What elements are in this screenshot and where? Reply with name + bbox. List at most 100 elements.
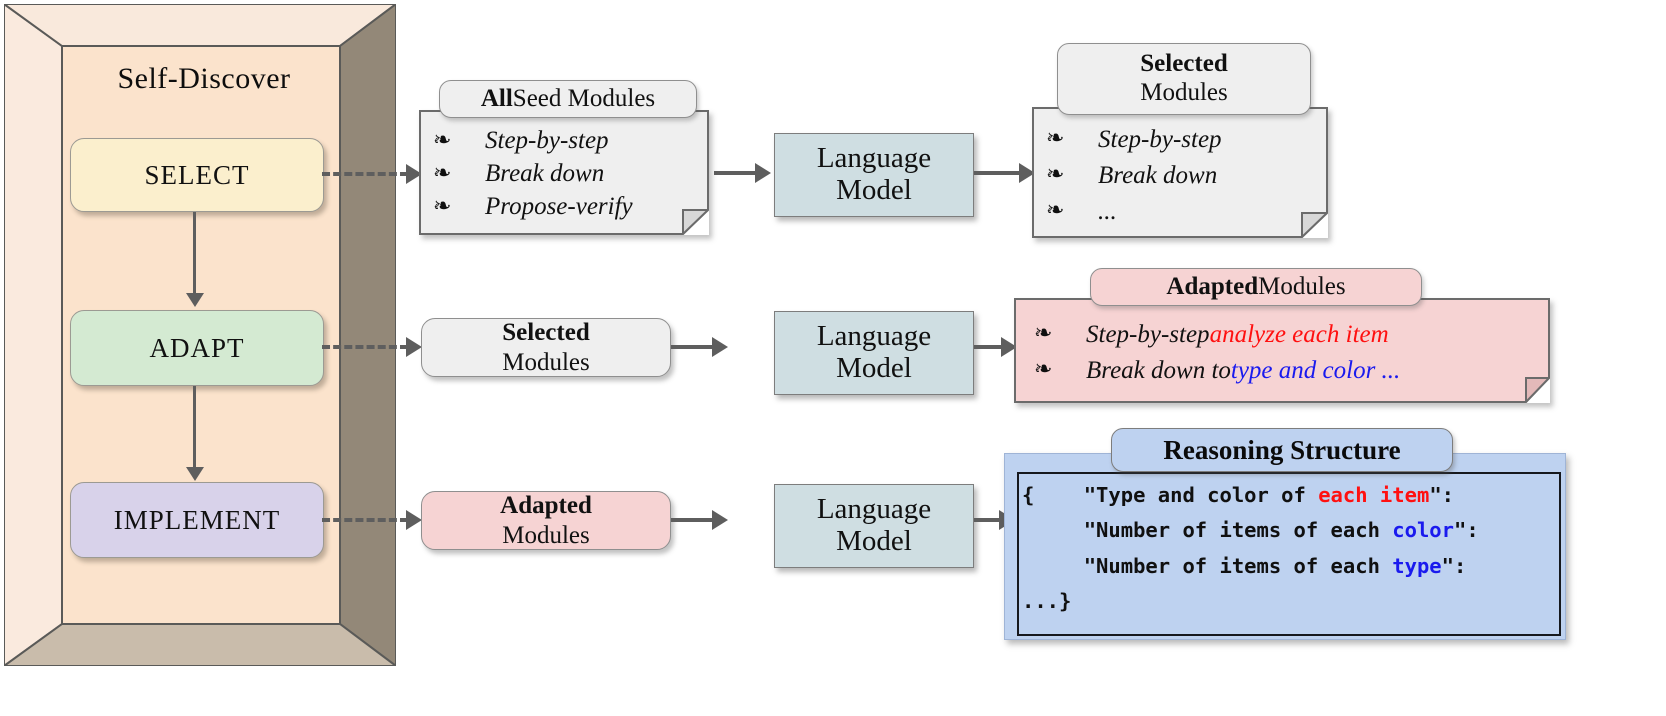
code-segment: each item (1318, 483, 1430, 507)
diamond-bullet-icon: ❧ (1046, 126, 1065, 151)
code-segment: ...} (1022, 588, 1072, 613)
note-adapted-modules: Adapted Modules ❧ Step-by-step analyze e… (1014, 268, 1554, 403)
arrowhead-selected-to-model (712, 337, 728, 357)
diamond-bullet-icon: ❧ (433, 127, 452, 153)
list-item: ❧ Break down to type and color ... (1034, 352, 1534, 388)
arrow-model-to-adapted (974, 345, 1004, 349)
note-title-rest: Seed Modules (512, 84, 656, 112)
arrow-seed-to-model (714, 171, 758, 175)
code-segment: type (1392, 553, 1442, 578)
arrowhead-select-to-adapt (186, 293, 204, 307)
stage-label-adapt: ADAPT (149, 332, 245, 363)
reasoning-structure-code-line: "Number of items of each type": (1022, 549, 1552, 584)
arrow-select-to-adapt (193, 212, 196, 296)
arrowhead-seed-to-model (755, 163, 771, 183)
diamond-bullet-icon: ❧ (1034, 357, 1053, 382)
language-model-line2: Model (836, 525, 912, 557)
list-item-label: Step-by-step (1098, 125, 1222, 153)
arrow-model-to-reasoning (974, 518, 1002, 522)
language-model-line1: Language (816, 493, 932, 526)
note-selected-modules: Selected Modules ❧ Step-by-step ❧ Break … (1032, 43, 1332, 238)
list-item: ❧ ... (1046, 193, 1322, 229)
code-segment: color (1392, 518, 1454, 543)
language-model-box-3: Language Model (774, 484, 974, 568)
box-adapted-modules: Adapted Modules (421, 491, 671, 550)
note-title-rest: Modules (1258, 272, 1346, 300)
code-segment: { "Type and color of (1022, 483, 1319, 507)
note-title-all-seed-modules: All Seed Modules (439, 80, 697, 118)
code-segment: "Number of items of each (1022, 553, 1393, 578)
stage-label-select: SELECT (144, 159, 250, 190)
page-title: Self-Discover (117, 62, 291, 95)
arrowhead-model-to-adapted (1001, 337, 1017, 357)
note-title-adapted-modules: Adapted Modules (1090, 268, 1422, 306)
language-model-line1: Language (816, 320, 932, 353)
dashed-connector-implement (322, 518, 408, 522)
diamond-bullet-icon: ❧ (433, 193, 452, 219)
dashed-connector-adapt (322, 345, 408, 349)
language-model-box-1: Language Model (774, 133, 974, 217)
language-model-line2: Model (836, 352, 912, 384)
language-model-line2: Model (836, 174, 912, 206)
code-segment: "Number of items of each (1022, 518, 1393, 543)
language-model-line1: Language (816, 142, 932, 175)
box-selected-modules: Selected Modules (421, 318, 671, 377)
note-title-bold: All (480, 84, 513, 112)
list-item-plain: Break down to (1086, 356, 1231, 384)
list-item-label: Break down (1098, 161, 1218, 189)
note-title-rest: Modules (1140, 79, 1228, 106)
stage-label-implement: IMPLEMENT (113, 504, 281, 535)
arrowhead-dashed-select (406, 164, 422, 184)
note-all-seed-modules: All Seed Modules ❧ Step-by-step ❧ Break … (419, 80, 714, 235)
reasoning-structure-title: Reasoning Structure (1111, 428, 1453, 472)
arrowhead-dashed-adapt (406, 337, 422, 357)
stage-button-select[interactable]: SELECT (70, 138, 324, 212)
box-line2: Modules (502, 348, 590, 376)
list-item: ❧ Break down (433, 157, 703, 190)
language-model-box-2: Language Model (774, 311, 974, 395)
arrowhead-model-to-selected (1019, 163, 1035, 183)
code-segment: ": (1453, 518, 1479, 543)
stage-button-adapt[interactable]: ADAPT (70, 310, 324, 386)
diamond-bullet-icon: ❧ (433, 160, 452, 186)
diamond-bullet-icon: ❧ (1046, 162, 1065, 187)
diamond-bullet-icon: ❧ (1046, 198, 1065, 223)
reasoning-structure-panel (1004, 453, 1566, 640)
list-item: ❧ Step-by-step analyze each item (1034, 316, 1534, 352)
list-item: ❧ Step-by-step (433, 124, 703, 157)
reasoning-structure-inner-frame (1017, 472, 1561, 636)
list-item-label: Break down (485, 160, 605, 187)
arrowhead-adapt-to-implement (186, 467, 204, 481)
dashed-connector-select (322, 172, 408, 176)
arrow-adapt-to-implement (193, 386, 196, 470)
list-item: ❧ Propose-verify (433, 190, 703, 223)
list-item: ❧ Break down (1046, 157, 1322, 193)
diamond-bullet-icon: ❧ (1034, 321, 1053, 346)
list-item: ❧ Step-by-step (1046, 121, 1322, 157)
list-item-accent: type and color ... (1230, 356, 1401, 384)
arrow-adapted-to-model (671, 518, 715, 522)
reasoning-structure-code-line: { "Type and color of each item": (1022, 478, 1552, 513)
reasoning-structure-code: { "Type and color of each item": "Number… (1022, 478, 1552, 619)
reasoning-structure-code-line: ...} (1022, 584, 1552, 619)
list-item-label: ... (1098, 197, 1117, 225)
list-item-accent: analyze each item (1209, 320, 1389, 348)
box-line1: Selected (502, 319, 590, 346)
list-item-label: Propose-verify (485, 193, 633, 220)
arrowhead-adapted-to-model (712, 510, 728, 530)
stage-button-implement[interactable]: IMPLEMENT (70, 482, 324, 558)
box-line1: Adapted (500, 492, 592, 519)
list-item-label: Step-by-step (485, 127, 609, 154)
code-segment: ": (1429, 483, 1454, 507)
note-body: ❧ Step-by-step analyze each item ❧ Break… (1014, 298, 1550, 403)
arrow-model-to-selected (974, 171, 1022, 175)
note-body: ❧ Step-by-step ❧ Break down ❧ Propose-ve… (419, 110, 709, 235)
code-segment: ": (1441, 553, 1467, 578)
note-body: ❧ Step-by-step ❧ Break down ❧ ... (1032, 107, 1328, 238)
box-line2: Modules (502, 521, 590, 549)
note-title-selected-modules: Selected Modules (1057, 43, 1311, 115)
note-title-bold: Selected (1140, 50, 1228, 78)
list-item-plain: Step-by-step (1086, 320, 1210, 348)
note-title-bold: Adapted (1166, 272, 1259, 300)
